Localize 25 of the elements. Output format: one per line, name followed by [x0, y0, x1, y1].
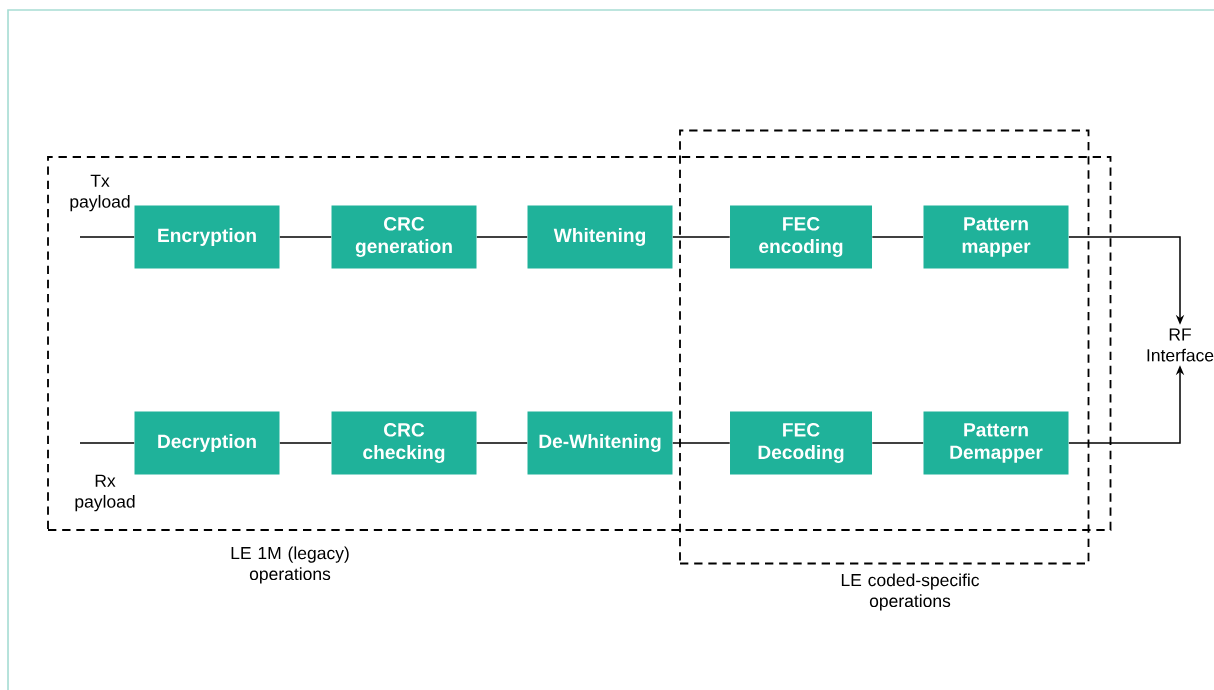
- connector: [672, 442, 731, 444]
- region-label: LE 1M (legacy) operations: [231, 546, 349, 584]
- terminal-label: Tx payload: [70, 174, 130, 212]
- connector: [871, 236, 924, 238]
- connector: [279, 236, 332, 238]
- process-box: FEC Decoding: [730, 411, 872, 475]
- process-box: Encryption: [134, 205, 280, 269]
- terminal-label: Rx payload: [75, 474, 135, 512]
- connector: [871, 442, 924, 444]
- connector: [672, 236, 731, 238]
- connector: [279, 442, 332, 444]
- terminal-label: RF Interface: [1147, 328, 1214, 362]
- process-box: CRC generation: [331, 205, 477, 269]
- process-box: CRC checking: [331, 411, 477, 475]
- process-box: Whitening: [527, 205, 673, 269]
- connector: [79, 236, 135, 238]
- region-label: LE coded-specific operations: [841, 573, 980, 611]
- process-box: De-Whitening: [527, 411, 673, 475]
- connector: [79, 442, 135, 444]
- connector: [476, 236, 528, 238]
- process-box: Decryption: [134, 411, 280, 475]
- process-box: Pattern Demapper: [923, 411, 1069, 475]
- process-box: FEC encoding: [730, 205, 872, 269]
- connector: [476, 442, 528, 444]
- process-box: Pattern mapper: [923, 205, 1069, 269]
